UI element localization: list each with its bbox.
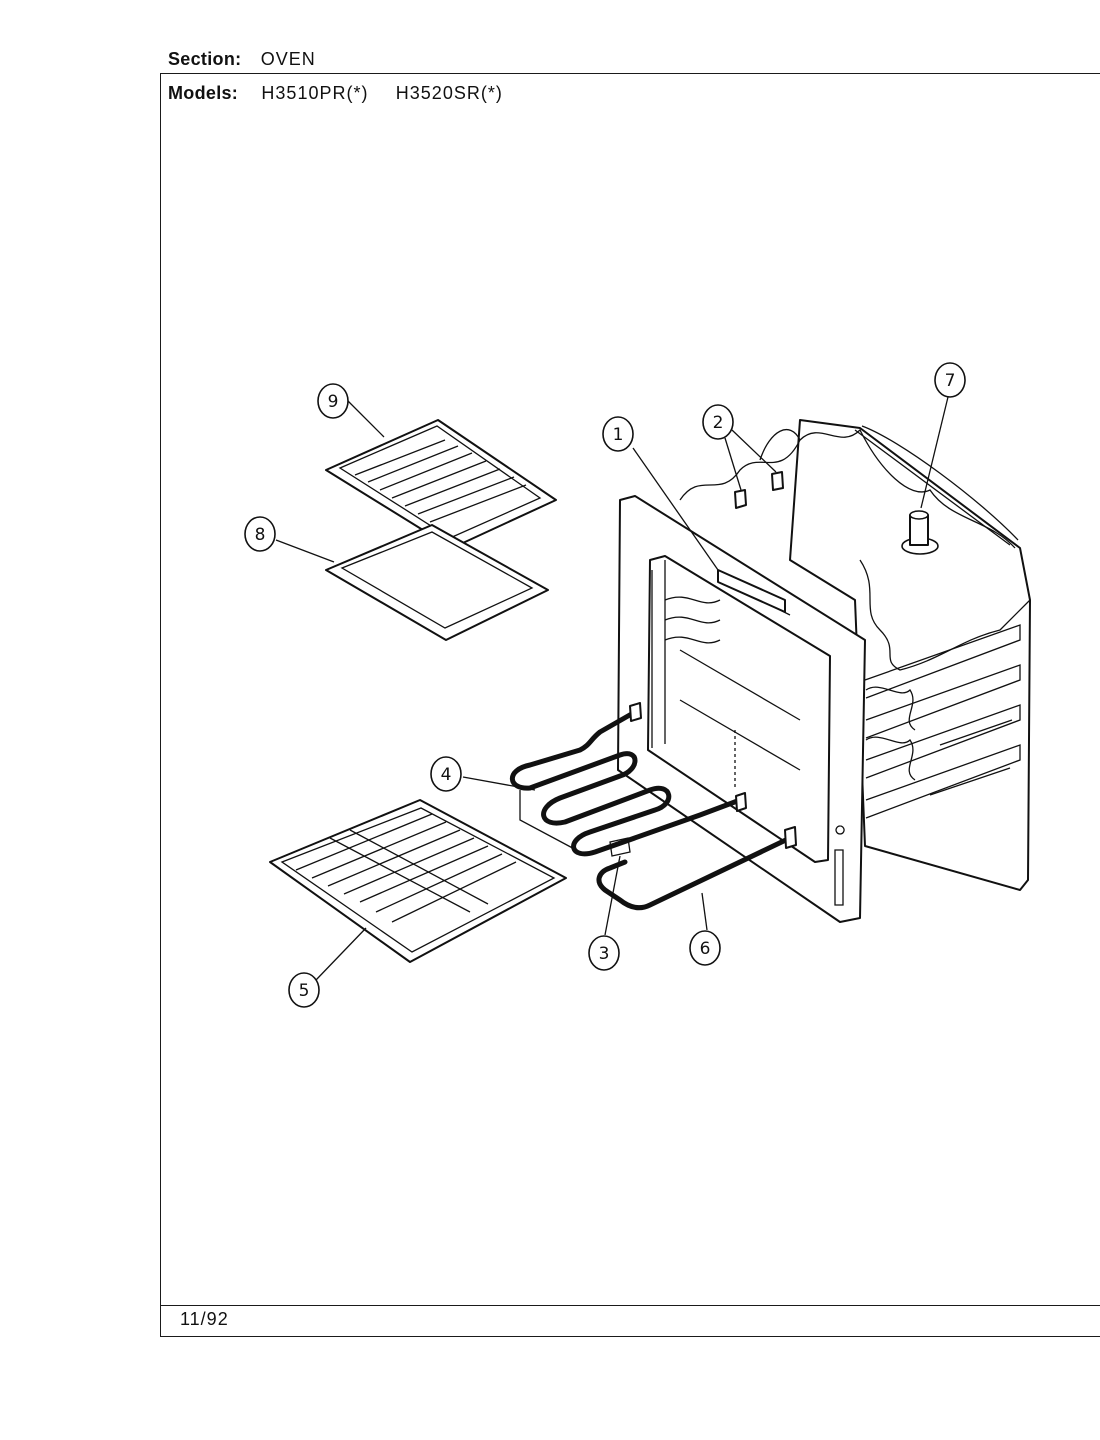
models-label: Models:	[168, 83, 239, 103]
callout-5: 5	[288, 972, 320, 1008]
model-number-1: H3510PR(*)	[261, 83, 369, 103]
callout-label: 6	[700, 939, 711, 959]
footer-date: 11/92	[180, 1309, 229, 1329]
callout-label: 1	[613, 425, 624, 445]
bake-element	[509, 702, 747, 857]
callout-6: 6	[689, 930, 721, 966]
callout-9: 9	[317, 383, 349, 419]
broil-pan	[325, 524, 549, 641]
oven-cavity	[679, 419, 1031, 891]
footer-rule	[160, 1305, 1100, 1306]
model-number-2: H3520SR(*)	[395, 83, 503, 103]
callout-7: 7	[934, 362, 966, 398]
callout-4: 4	[430, 756, 462, 792]
section-value: OVEN	[260, 49, 316, 69]
callout-2: 2	[702, 404, 734, 440]
models-line: Models: H3510PR(*) H3520SR(*)	[168, 83, 503, 104]
callout-label: 5	[299, 981, 310, 1001]
oven-rack	[269, 799, 567, 963]
callout-label: 4	[441, 765, 452, 785]
callout-label: 8	[255, 525, 266, 545]
callout-3: 3	[588, 935, 620, 971]
callout-label: 9	[328, 392, 339, 412]
page-frame	[160, 73, 1100, 1337]
callout-label: 7	[945, 371, 956, 391]
oven-front-frame	[617, 495, 866, 923]
callout-1: 1	[602, 416, 634, 452]
broil-pan-insert	[325, 419, 557, 549]
section-line: Section: OVEN	[168, 49, 316, 70]
callout-label: 2	[713, 413, 724, 433]
callout-label: 3	[599, 944, 610, 964]
callout-8: 8	[244, 516, 276, 552]
header-rule	[160, 73, 1100, 74]
section-label: Section:	[168, 49, 242, 69]
